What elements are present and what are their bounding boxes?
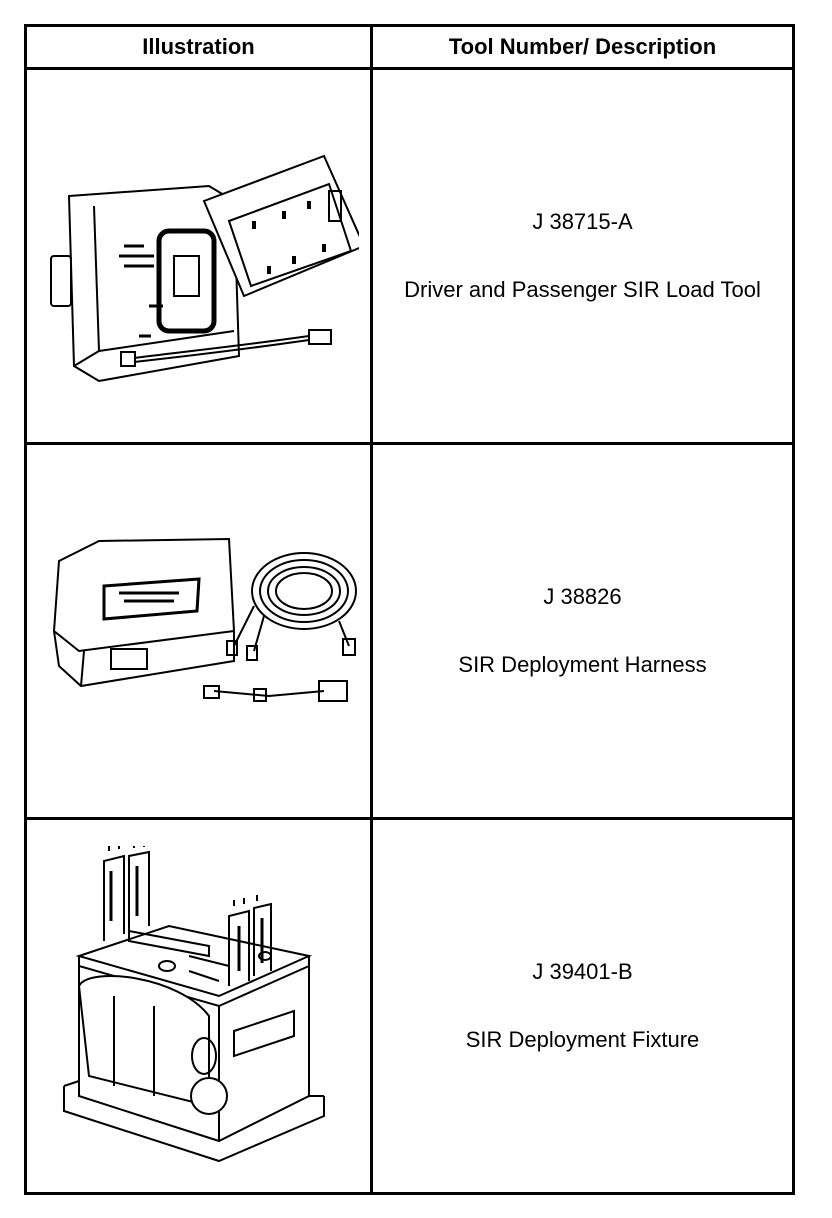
header-illustration: Illustration — [24, 24, 373, 70]
description-cell: J 39401-B SIR Deployment Fixture — [370, 817, 795, 1195]
tool-number: J 38826 — [543, 583, 622, 609]
description-cell: J 38715-A Driver and Passenger SIR Load … — [370, 67, 795, 445]
tool-number: J 38715-A — [532, 208, 633, 234]
table-row: J 38826 SIR Deployment Harness — [24, 442, 795, 820]
illustration-cell — [24, 817, 373, 1195]
deployment-fixture-illustration — [62, 846, 325, 1163]
load-tool-case-illustration — [49, 154, 359, 383]
tool-description: SIR Deployment Harness — [458, 652, 707, 677]
tool-number: J 39401-B — [532, 958, 633, 984]
deployment-harness-illustration — [52, 537, 357, 702]
table-row: J 38715-A Driver and Passenger SIR Load … — [24, 67, 795, 445]
tool-description: Driver and Passenger SIR Load Tool — [404, 277, 761, 302]
header-row: Illustration Tool Number/ Description — [24, 24, 795, 70]
illustration-cell — [24, 67, 373, 445]
illustration-cell — [24, 442, 373, 820]
table-row: J 39401-B SIR Deployment Fixture — [24, 817, 795, 1195]
header-tool-description: Tool Number/ Description — [370, 24, 795, 70]
description-cell: J 38826 SIR Deployment Harness — [370, 442, 795, 820]
tool-description: SIR Deployment Fixture — [465, 1027, 700, 1052]
tools-table: Illustration Tool Number/ Description — [24, 24, 795, 1195]
